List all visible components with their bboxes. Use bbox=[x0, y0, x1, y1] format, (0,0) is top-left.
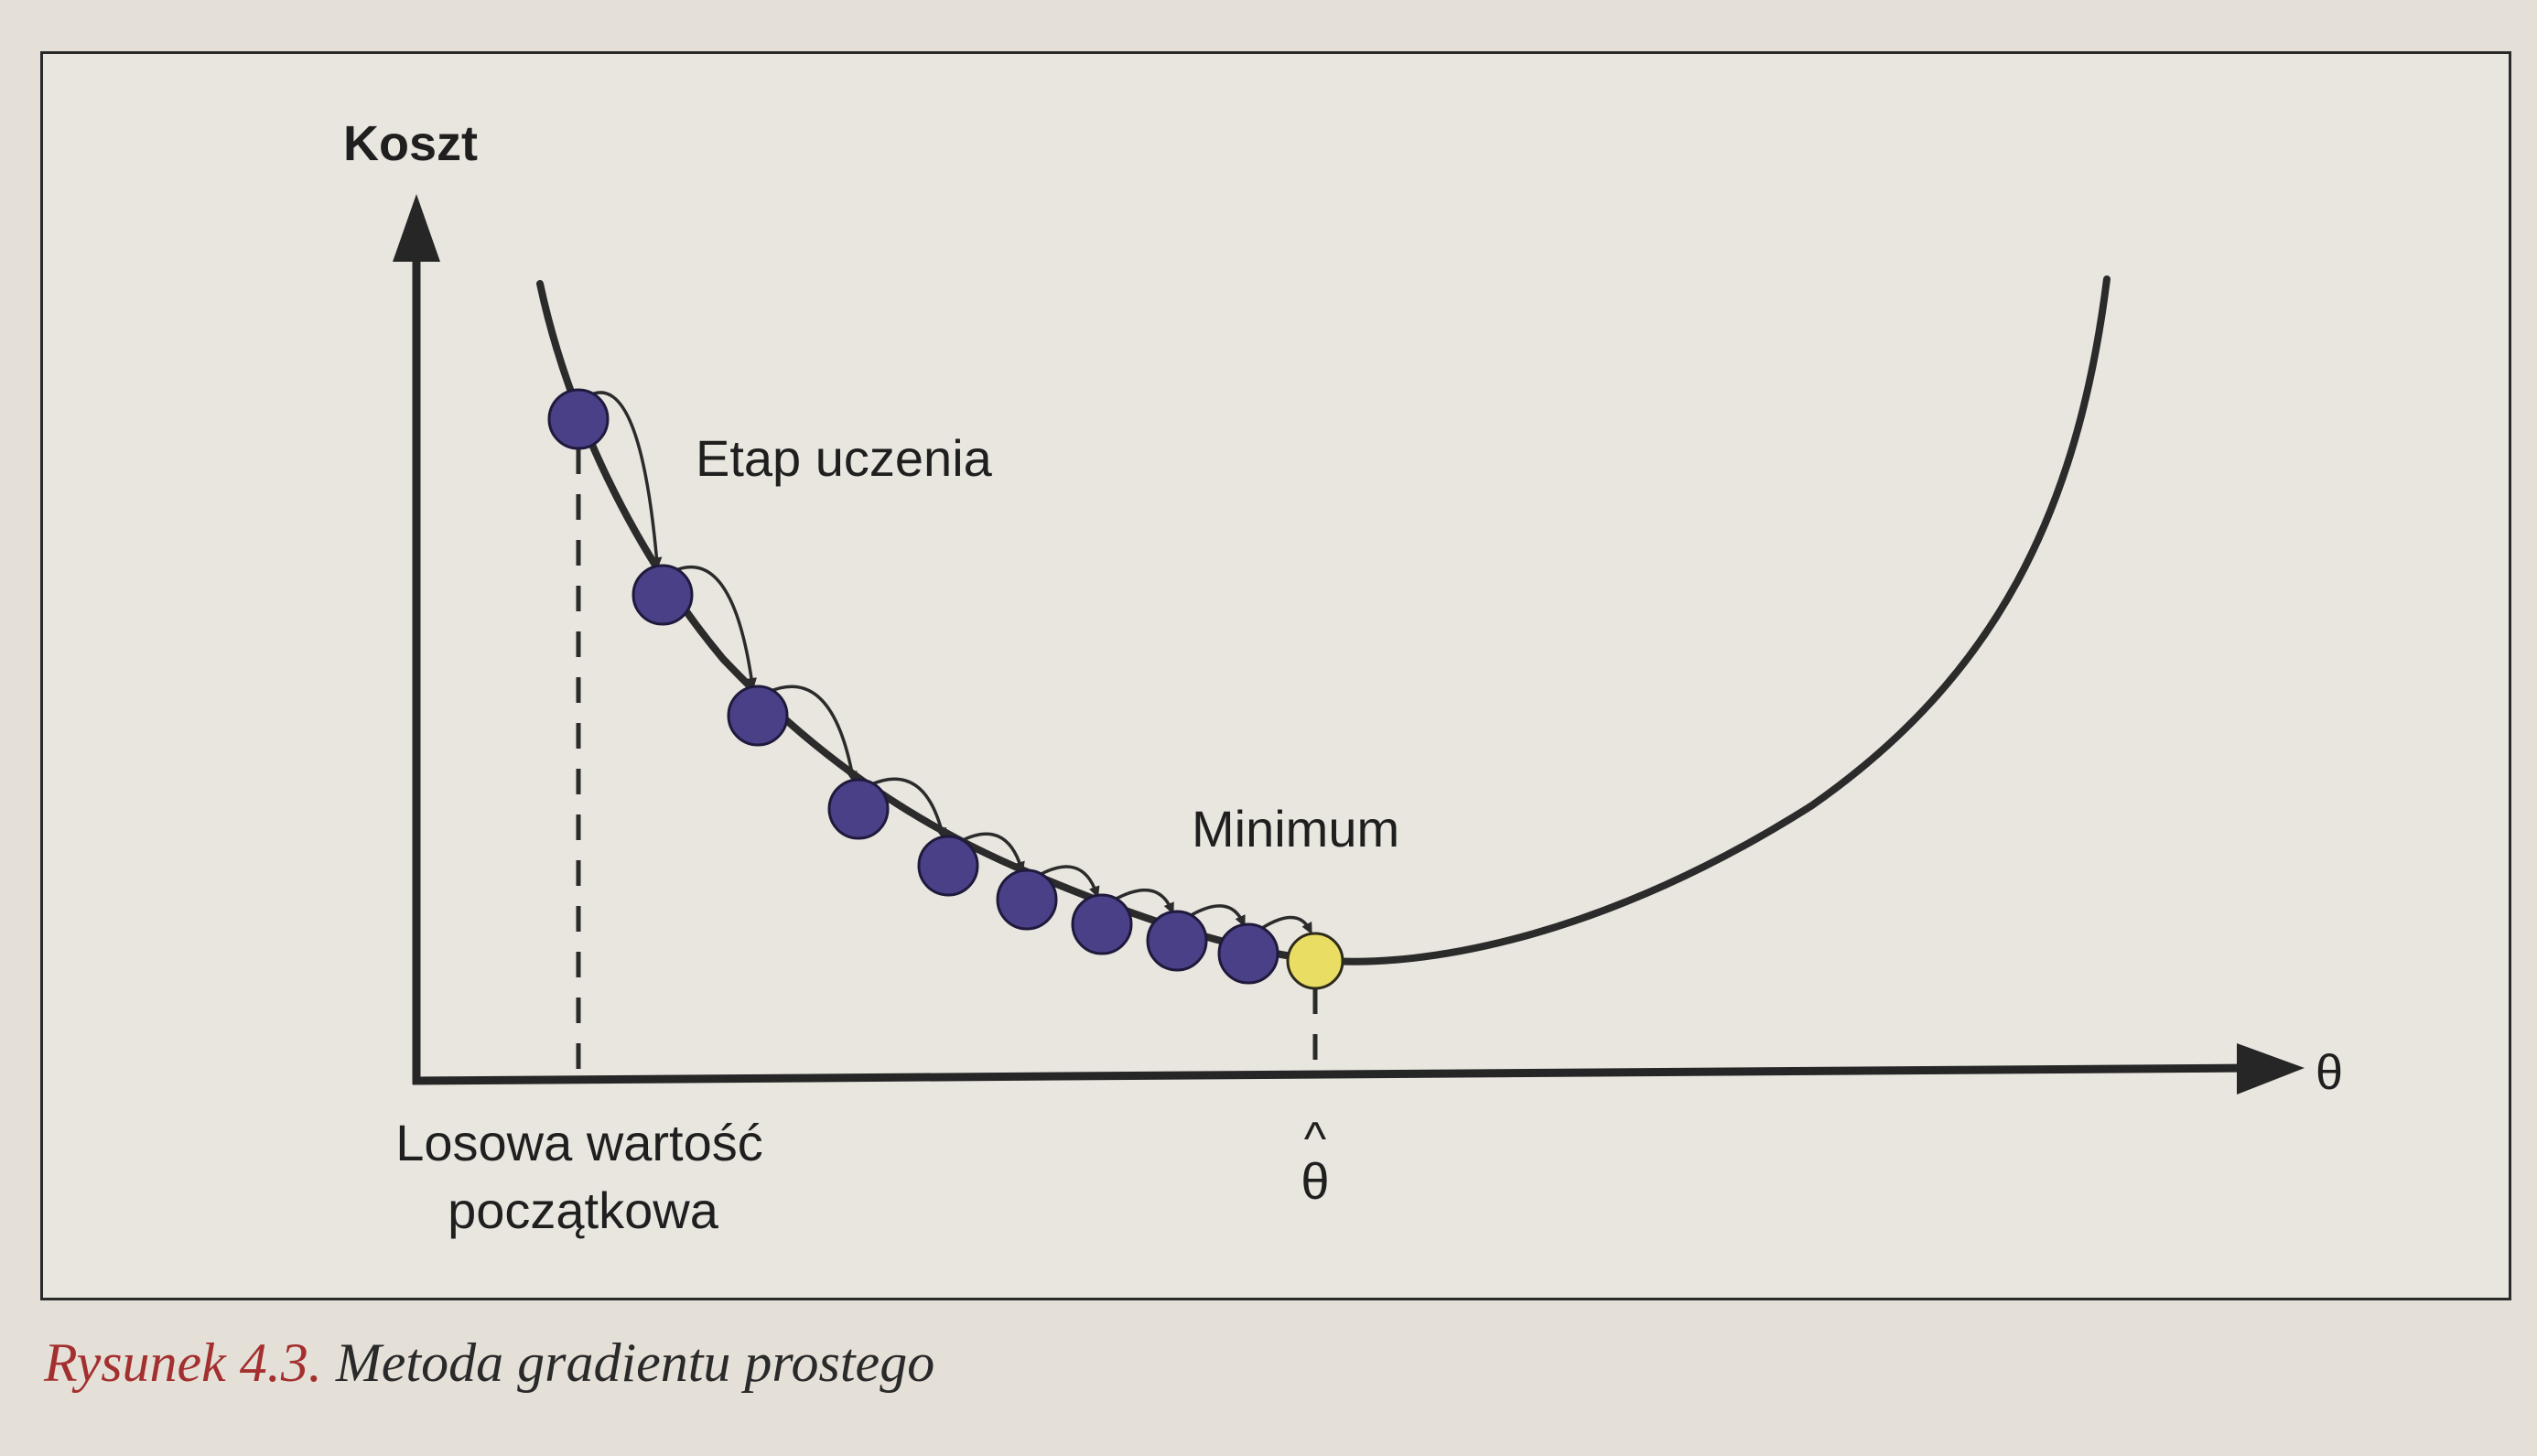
caption-text: Metoda gradientu prostego bbox=[335, 1332, 935, 1393]
theta-hat-symbol: θ bbox=[1301, 1152, 1329, 1210]
start-value-label-line1: Losowa wartość bbox=[395, 1114, 763, 1171]
theta-hat-caret: ^ bbox=[1304, 1113, 1327, 1166]
step-arrow bbox=[958, 832, 1025, 874]
step-arrow bbox=[1258, 915, 1312, 935]
learning-step-point bbox=[917, 835, 979, 897]
step-arrow bbox=[1037, 865, 1100, 899]
step-arrow bbox=[1187, 904, 1246, 928]
learning-step-point bbox=[827, 778, 890, 840]
minimum-point bbox=[1286, 932, 1344, 990]
y-axis-label: Koszt bbox=[343, 116, 478, 171]
learning-step-point bbox=[1071, 893, 1133, 955]
learning-step-point bbox=[727, 685, 789, 747]
step-arrow bbox=[1112, 888, 1174, 915]
learning-step-point bbox=[632, 564, 694, 626]
start-value-label-line2: początkowa bbox=[448, 1181, 719, 1239]
learning-steps bbox=[547, 388, 1344, 990]
y-axis-arrowhead bbox=[393, 194, 440, 262]
learning-step-label: Etap uczenia bbox=[696, 429, 993, 487]
learning-step-point bbox=[1217, 922, 1279, 985]
step-arrow bbox=[768, 685, 858, 783]
figure-frame bbox=[40, 51, 2511, 1300]
learning-step-point bbox=[547, 388, 610, 450]
x-axis-label: θ bbox=[2316, 1045, 2343, 1100]
x-axis-arrowhead bbox=[2237, 1043, 2305, 1095]
minimum-label: Minimum bbox=[1192, 800, 1399, 857]
step-arrow bbox=[869, 777, 947, 840]
step-arrow bbox=[673, 565, 757, 690]
learning-step-point bbox=[996, 868, 1058, 931]
cost-curve bbox=[536, 275, 2111, 965]
figure-caption: Rysunek 4.3. Metoda gradientu prostego bbox=[44, 1332, 934, 1395]
x-axis-line bbox=[412, 1063, 2252, 1085]
learning-step-point bbox=[1146, 910, 1208, 972]
caption-prefix: Rysunek 4.3. bbox=[44, 1332, 322, 1393]
step-arrow bbox=[588, 391, 663, 569]
